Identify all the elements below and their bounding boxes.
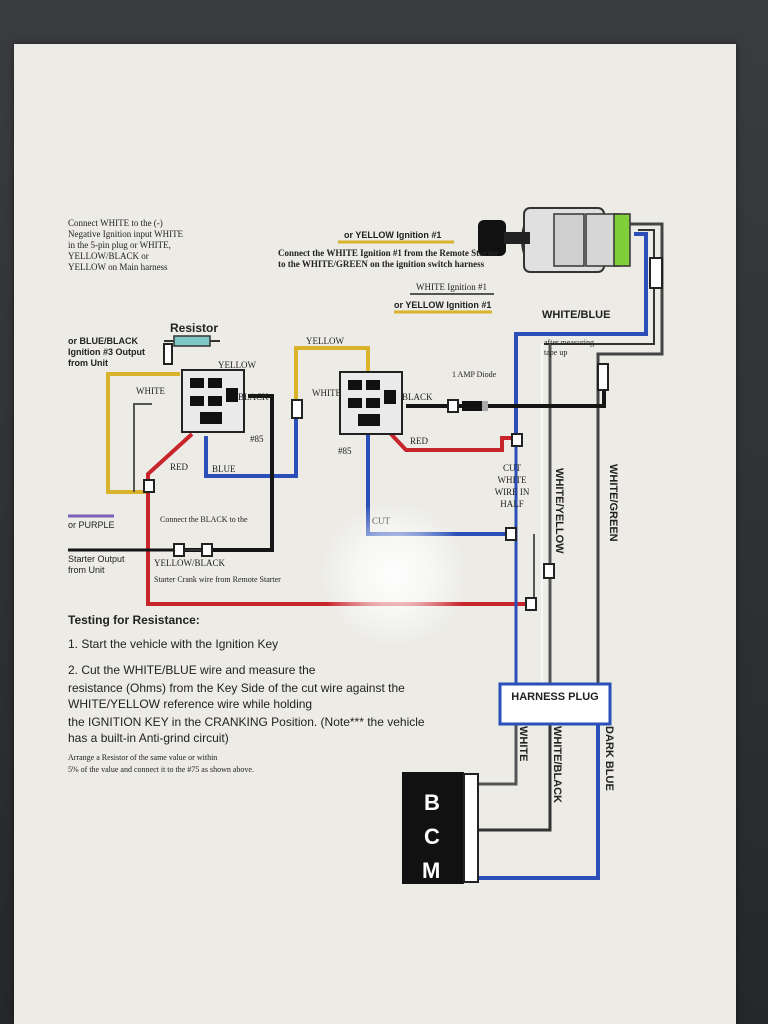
paper-sheet: HARNESS PLUG B C M Connect WHITE to the … (14, 44, 736, 1024)
wiring-diagram: HARNESS PLUG B C M Connect WHITE to the … (68, 207, 664, 884)
connect-white-note: Connect WHITE to the (-) Negative Igniti… (68, 218, 184, 272)
starter-output-label: Starter Output from Unit (68, 554, 125, 575)
bcm-module: B C M (402, 772, 479, 884)
yellow-ign1-bottom-label: or YELLOW Ignition #1 (394, 300, 491, 310)
bcm-letter-m: M (422, 858, 440, 883)
starter-crank-label: Starter Crank wire from Remote Starter (154, 575, 281, 584)
amp-diode-label: 1 AMP Diode (452, 370, 497, 379)
relay-2-icon (339, 371, 403, 435)
cut-label: CUT (372, 516, 391, 526)
white-green-vertical-label: WHITE/GREEN (607, 464, 619, 542)
resistor-icon (163, 335, 220, 365)
white-black-vertical-label: WHITE/BLACK (551, 726, 563, 803)
bcm-letter-c: C (424, 824, 440, 849)
wire-black-relay1 (184, 394, 274, 552)
yellow-black-label: YELLOW/BLACK (154, 558, 225, 568)
connect-white-ign-note: Connect the WHITE Ignition #1 from the R… (278, 248, 499, 269)
wire-white-left (133, 403, 152, 492)
white-blue-label: WHITE/BLUE (542, 309, 610, 321)
harness-plug: HARNESS PLUG (498, 682, 612, 726)
relay1-white-label: WHITE (136, 386, 165, 396)
instructions-step2-line4: the IGNITION KEY in the CRANKING Positio… (68, 715, 425, 729)
white-ign1-label: WHITE Ignition #1 (416, 282, 487, 292)
relay1-black-label: BLACK (238, 392, 269, 402)
wire-white-green (596, 222, 664, 684)
instructions-step2-line1: 2. Cut the WHITE/BLUE wire and measure t… (68, 663, 316, 677)
relay2-red-label: RED (410, 436, 429, 446)
instructions-step3-line1: Arrange a Resistor of the same value or … (68, 753, 217, 762)
harness-plug-label: HARNESS PLUG (511, 691, 598, 703)
wire-red-relay2 (372, 414, 516, 452)
ignition-switch-icon (478, 207, 631, 273)
white-vertical-label: WHITE (517, 726, 529, 761)
diode-icon (447, 399, 488, 413)
bcm-letter-b: B (424, 790, 440, 815)
instructions-step2-line5: has a built-in Anti-grind circuit) (68, 731, 229, 745)
wire-yellow-left (106, 372, 180, 494)
relay2-white-label: WHITE (312, 388, 341, 398)
instructions-step2-line3: WHITE/YELLOW reference wire while holdin… (68, 697, 312, 711)
dark-blue-vertical-label: DARK BLUE (603, 726, 615, 791)
relay1-yellow-label: YELLOW (218, 360, 256, 370)
relay2-85-label: #85 (338, 446, 352, 456)
white-yellow-vertical-label: WHITE/YELLOW (553, 468, 565, 554)
relay2-black-label: BLACK (402, 392, 433, 402)
instructions-block: Testing for Resistance: 1. Start the veh… (68, 613, 425, 774)
yellow-ign1-top-label: or YELLOW Ignition #1 (344, 230, 441, 240)
wire-yellow-loop (294, 346, 370, 404)
relay1-red-label: RED (170, 462, 189, 472)
wire-harness-bcm-whiteblack (474, 696, 552, 832)
wire-black-right (406, 374, 606, 408)
after-measuring-note: after measuring tape up (544, 338, 594, 357)
blue-black-ignition-note: or BLUE/BLACK Ignition #3 Output from Un… (68, 336, 145, 368)
instructions-step1: 1. Start the vehicle with the Ignition K… (68, 637, 278, 651)
instructions-heading: Testing for Resistance: (68, 613, 200, 627)
instructions-step3-line2: 5% of the value and connect it to the #7… (68, 765, 254, 774)
instructions-step2-line2: resistance (Ohms) from the Key Side of t… (68, 681, 405, 695)
relay1-85-label: #85 (250, 434, 264, 444)
or-purple-label: or PURPLE (68, 520, 115, 530)
cut-white-wire-label: CUT WHITE WIRE IN HALF (494, 463, 530, 509)
wire-blue-relay1 (204, 408, 298, 478)
wire-harness-bcm-darkblue (474, 696, 600, 880)
relay2-yellow-label: YELLOW (306, 336, 344, 346)
resistor-label: Resistor (170, 321, 218, 335)
relay-1-icon (181, 369, 245, 433)
connect-black-note: Connect the BLACK to the (160, 515, 248, 524)
relay1-blue-label: BLUE (212, 464, 236, 474)
wire-white-blue (514, 232, 648, 444)
